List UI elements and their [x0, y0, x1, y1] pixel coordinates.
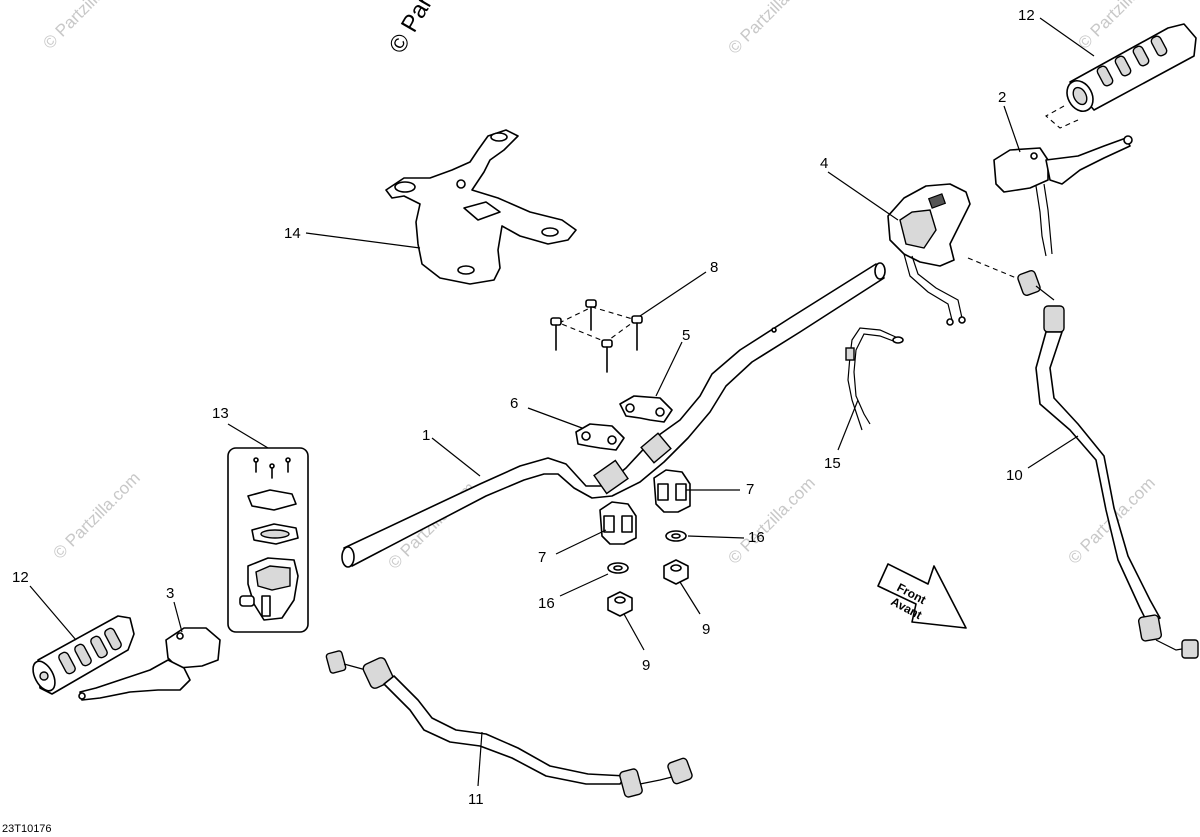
callout-labels: 14 8 5 6 1 7 7 16 16 9 9 15 10 4 2 12 13… — [12, 7, 1035, 808]
callout-1: 1 — [422, 427, 430, 444]
part-2-brake-lever-right — [993, 135, 1133, 257]
part-4-switch-housing — [887, 183, 971, 326]
callout-9a: 9 — [702, 621, 710, 638]
part-1-handlebar — [341, 262, 886, 568]
part-12-grip-left — [32, 615, 135, 695]
callout-14: 14 — [284, 225, 301, 242]
callout-3: 3 — [166, 585, 174, 602]
watermark: © Partzilla.com — [724, 473, 818, 567]
callout-7b: 7 — [538, 549, 546, 566]
part-5-upper-clamp — [619, 395, 673, 423]
part-14-bracket — [385, 129, 577, 285]
callout-4: 4 — [820, 155, 828, 172]
part-16-washers — [607, 530, 687, 574]
callout-8: 8 — [710, 259, 718, 276]
callout-7a: 7 — [746, 481, 754, 498]
part-7-lower-clamp-right — [653, 469, 691, 513]
callout-16b: 16 — [538, 595, 555, 612]
part-6-upper-clamp — [575, 423, 625, 451]
callout-10: 10 — [1006, 467, 1023, 484]
part-7-lower-clamp-left — [599, 501, 637, 545]
watermark: © Partzilla.com — [39, 0, 133, 53]
callout-16a: 16 — [748, 529, 765, 546]
callout-5: 5 — [682, 327, 690, 344]
part-9-nuts — [607, 559, 689, 617]
watermark: © Partzilla.com — [724, 0, 818, 58]
part-8-screws — [550, 299, 643, 373]
reference-code: 23T10176 — [2, 823, 52, 835]
callout-12b: 12 — [1018, 7, 1035, 24]
callout-11: 11 — [468, 791, 484, 808]
front-direction-arrow: Front Avant — [877, 563, 967, 629]
callout-13: 13 — [212, 405, 229, 422]
callout-9b: 9 — [642, 657, 650, 674]
callout-2: 2 — [998, 89, 1006, 106]
part-15-wire-harness — [845, 327, 904, 431]
copyright-text: © Panzilla — [384, 0, 462, 58]
callout-12a: 12 — [12, 569, 29, 586]
part-11-cable — [325, 650, 693, 798]
watermark: © Partzilla.com — [49, 468, 143, 562]
callout-6: 6 — [510, 395, 518, 412]
part-3-brake-lever-left — [78, 627, 221, 701]
leader-lines — [29, 17, 1095, 787]
callout-15: 15 — [824, 455, 841, 472]
part-13-switch-kit — [227, 447, 309, 633]
part-12-grip-right — [1045, 23, 1197, 129]
part-10-throttle-cable — [967, 257, 1199, 659]
